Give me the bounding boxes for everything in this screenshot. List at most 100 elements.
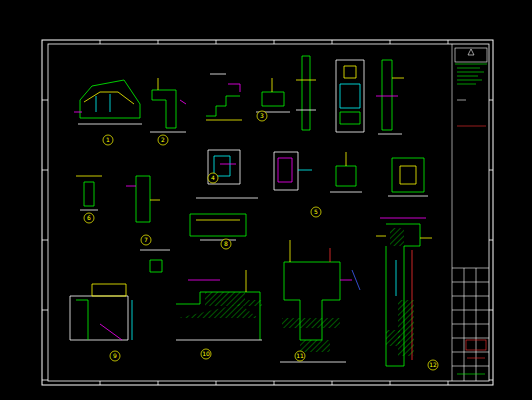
sketch-line [346, 152, 347, 166]
sketch-line [330, 248, 331, 262]
sketch-line [376, 96, 398, 97]
sketch-line [352, 270, 360, 290]
sketch-line [150, 260, 162, 272]
sketch-line [210, 74, 226, 75]
callout-number: 7 [144, 237, 148, 243]
sketch-line [100, 324, 122, 340]
sketch-line [176, 340, 262, 341]
sketch-line [190, 214, 246, 236]
sketch-line [84, 182, 94, 206]
sketch-line [126, 186, 136, 187]
callout-circle [221, 239, 231, 249]
callout-number: 8 [224, 241, 228, 247]
sketch-line [382, 60, 392, 130]
sketch-line [158, 78, 159, 90]
sketch-line [206, 120, 242, 121]
callout-number: 11 [296, 353, 304, 359]
callout-number: 12 [429, 362, 437, 368]
sketch-line [196, 220, 240, 221]
sketch-line [386, 224, 420, 366]
sketch-line [420, 238, 432, 239]
sketch-line [336, 166, 356, 186]
callout-circle [311, 207, 321, 217]
title-block [452, 44, 489, 381]
sketch-line [78, 124, 142, 125]
callout-number: 1 [106, 137, 110, 143]
callout-circles [84, 111, 438, 370]
sketch-line [150, 200, 160, 201]
sketch-line [80, 210, 98, 211]
sketch-line [188, 280, 220, 281]
sketch-line [272, 78, 273, 92]
sketch-line [152, 90, 176, 128]
callout-circle [141, 235, 151, 245]
sketch-line [340, 84, 360, 108]
sketch-line [180, 100, 186, 104]
callout-number: 10 [202, 351, 210, 357]
sketch-line [150, 132, 186, 133]
sketch-line [296, 110, 316, 111]
sketch-line [84, 92, 134, 104]
sketch-line [228, 84, 240, 92]
sketch-line [396, 260, 397, 296]
callout-number: 4 [211, 175, 215, 181]
sketch-line [80, 80, 140, 118]
sketch-line [376, 236, 386, 237]
callout-circle [208, 173, 218, 183]
detail-sketches [70, 56, 432, 366]
sketch-line [132, 300, 133, 340]
callout-circle [84, 213, 94, 223]
sketch-line [392, 78, 404, 79]
sketch-line [400, 166, 416, 184]
callout-circle [428, 360, 438, 370]
callout-circle [295, 351, 305, 361]
sketch-line [262, 92, 284, 106]
sketch-line [274, 152, 298, 190]
sketch-line [206, 96, 240, 116]
callout-number: 6 [87, 215, 91, 221]
sketch-line [140, 250, 170, 251]
sketch-line [70, 296, 128, 340]
sketch-line [246, 270, 247, 292]
sketch-line [92, 284, 126, 296]
sketch-line [340, 280, 352, 281]
sketch-line [214, 156, 230, 176]
sketch-line [280, 362, 346, 363]
sketch-line [392, 158, 424, 192]
callout-number: 9 [113, 353, 117, 359]
sketch-line [340, 112, 360, 124]
callout-circle [103, 135, 113, 145]
sketch-line [298, 170, 312, 171]
sketch-line [278, 158, 292, 182]
sketch-line [344, 66, 356, 78]
callout-circle [158, 135, 168, 145]
sketch-line [208, 150, 240, 184]
callout-circle [257, 111, 267, 121]
hatched-sections [178, 228, 414, 356]
sketch-line [302, 56, 310, 130]
sketch-line [196, 198, 258, 199]
sketch-line [330, 192, 362, 193]
sketch-line [110, 94, 111, 112]
sketch-line [290, 240, 291, 262]
sketch-line [296, 80, 316, 81]
sketch-line [388, 196, 428, 197]
sketch-line [378, 134, 402, 135]
sketch-line [96, 96, 97, 112]
sketch-line [380, 218, 426, 219]
sketch-line [136, 176, 150, 222]
sketch-line [76, 300, 88, 340]
callout-circle [201, 349, 211, 359]
sketch-line [200, 240, 236, 241]
callout-number: 2 [161, 137, 165, 143]
sketch-line [220, 164, 236, 165]
sketch-line [74, 112, 82, 113]
sketch-line [336, 60, 364, 132]
callout-number: 5 [314, 209, 318, 215]
sketch-line [284, 262, 340, 340]
callout-number: 3 [260, 113, 264, 119]
sketch-line [76, 176, 102, 177]
callout-circle [110, 351, 120, 361]
